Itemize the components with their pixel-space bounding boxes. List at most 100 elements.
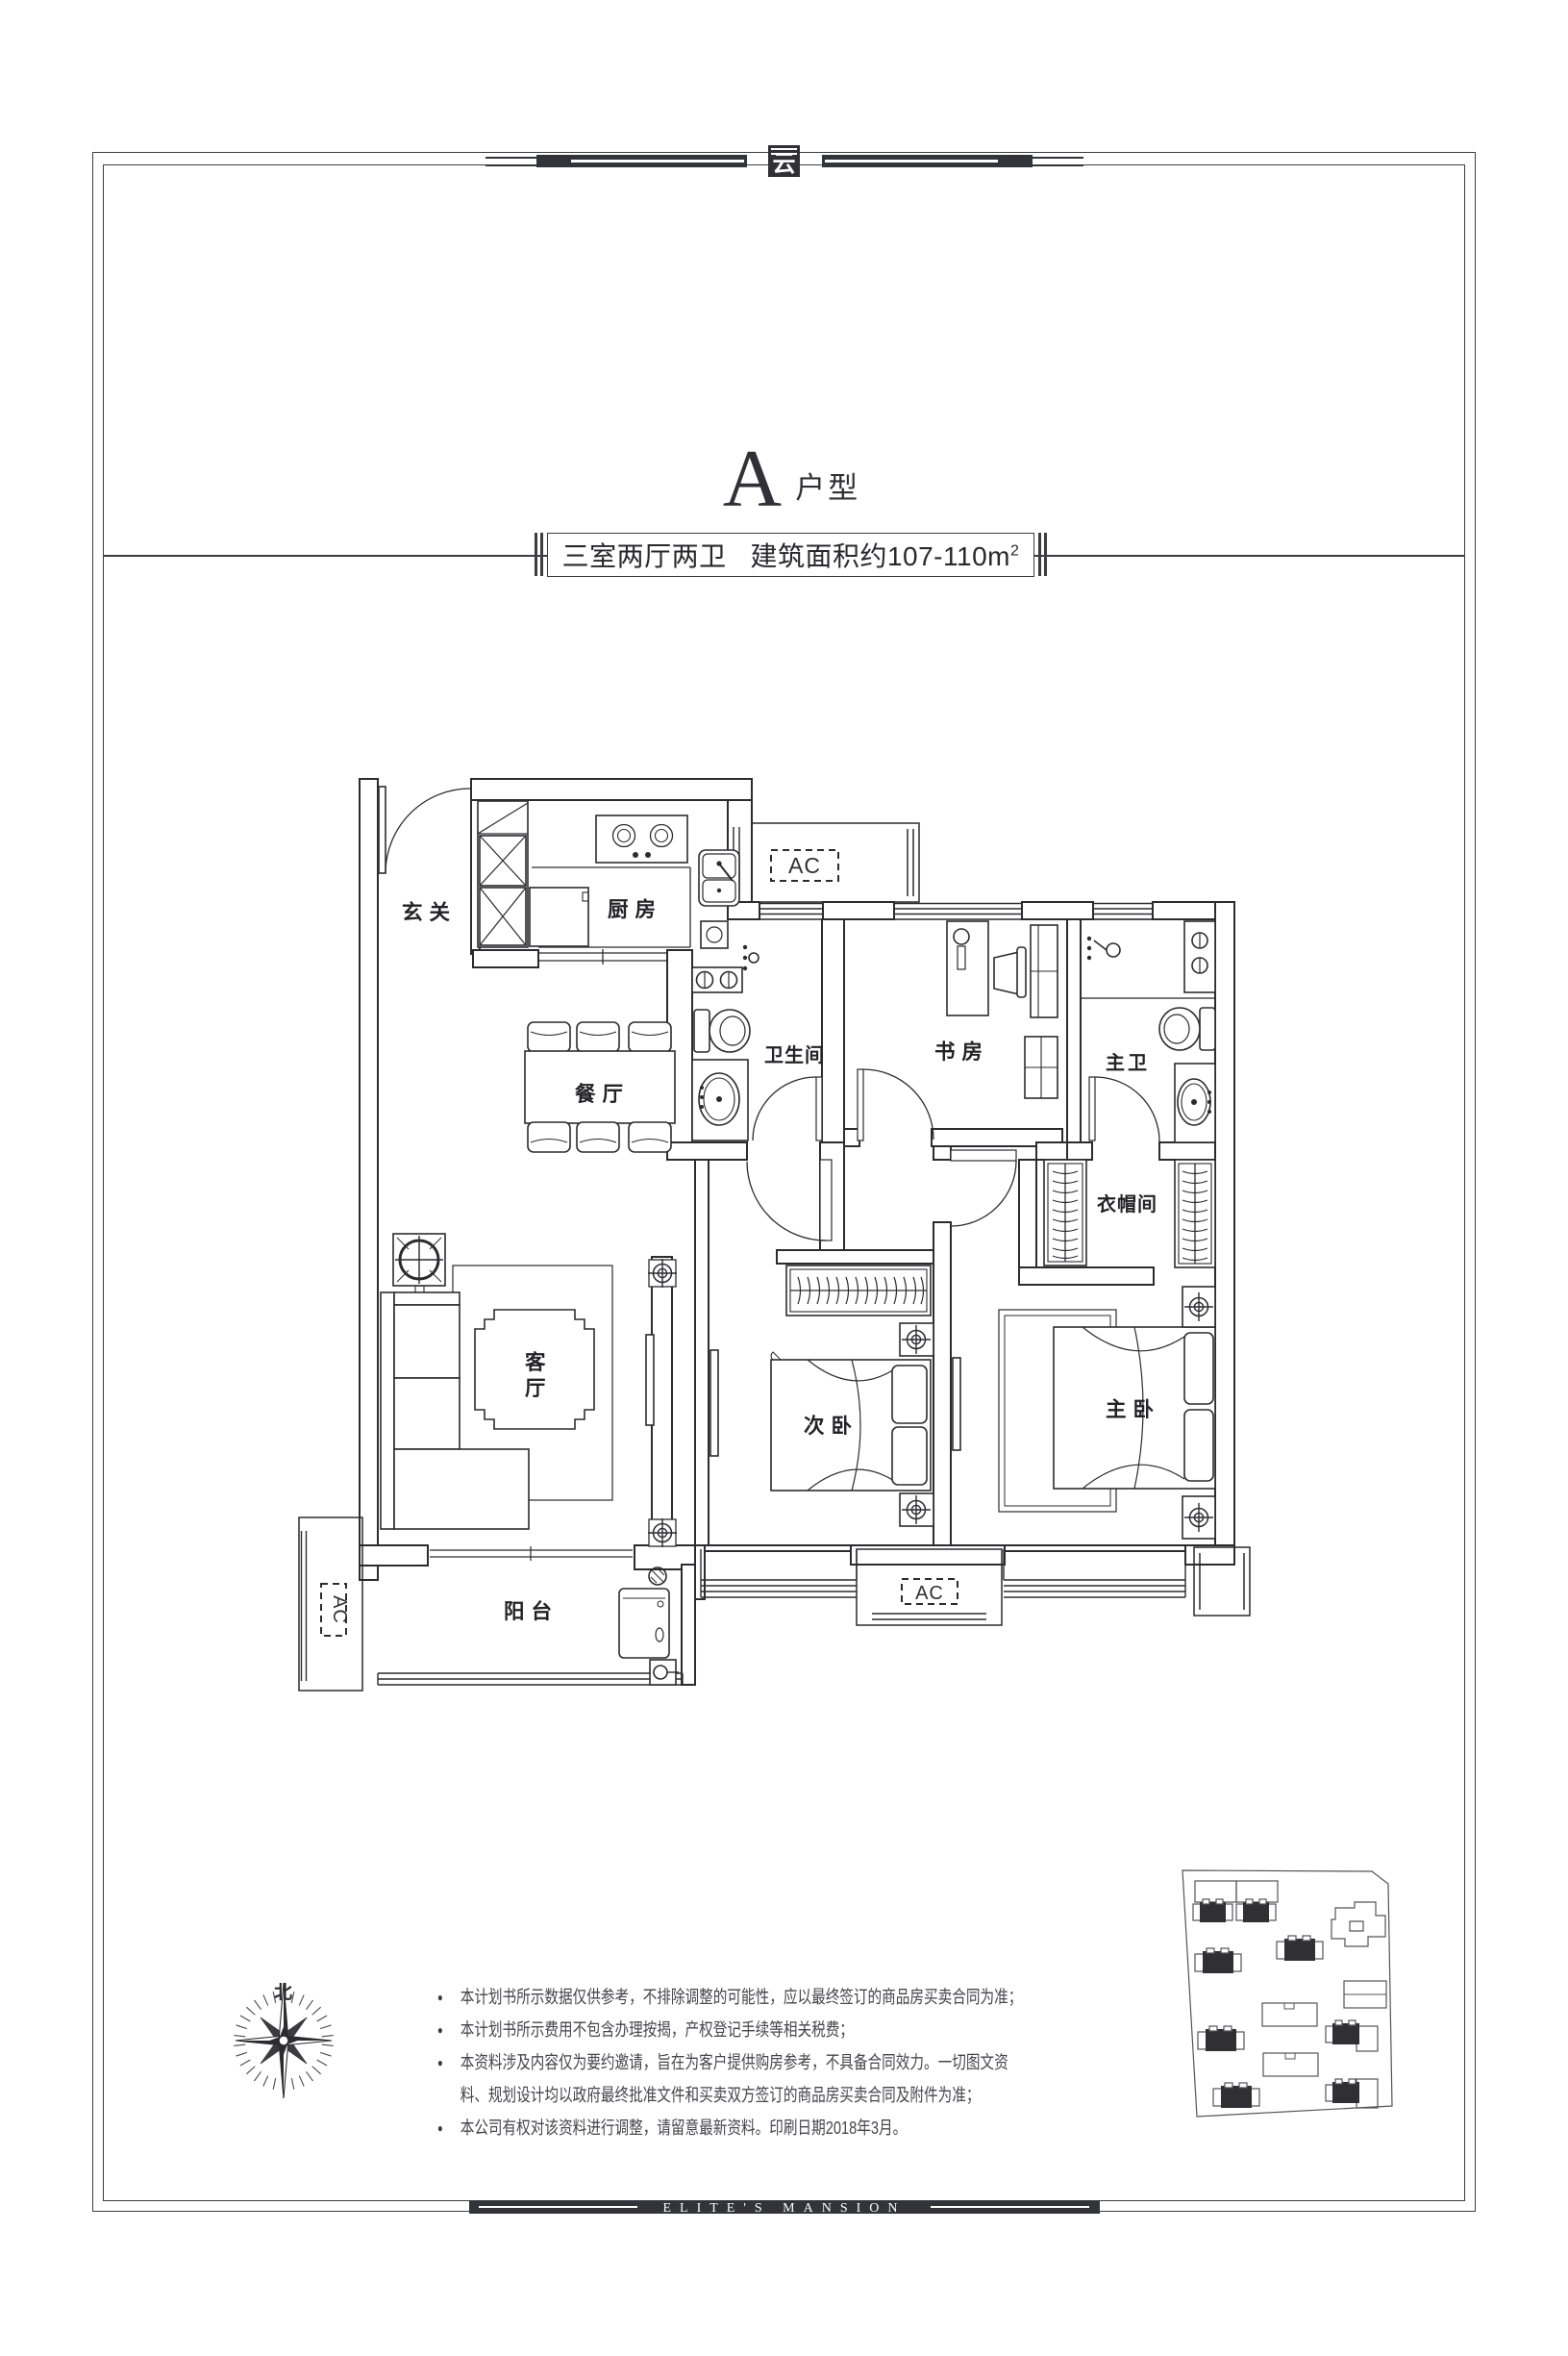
bedroom2-tv bbox=[709, 1349, 719, 1457]
sofa-back bbox=[380, 1291, 395, 1530]
wall-balcony-east bbox=[681, 1564, 696, 1686]
bathroom-fixtures bbox=[691, 944, 759, 1141]
disclaimer-text: 料、规划设计均以政府最终批准文件和买卖双方签订的商品房买卖合同及附件为准； bbox=[460, 2085, 981, 2105]
bldg-dark-1 bbox=[1192, 1898, 1233, 1922]
label-closet: 衣帽间 bbox=[1097, 1192, 1157, 1216]
dining-set bbox=[524, 1021, 676, 1153]
header-bar-left-slit bbox=[571, 160, 744, 163]
brand-logo: 云 bbox=[768, 145, 800, 177]
label-bedroom2: 次卧 bbox=[804, 1414, 859, 1438]
dining-chairs-bottom bbox=[527, 1121, 672, 1153]
wall-closet-west bbox=[1018, 1159, 1037, 1268]
label-entry: 玄关 bbox=[402, 900, 457, 924]
bldg-dark-3 bbox=[1194, 1947, 1242, 1973]
plan-type-suffix: 户型 bbox=[795, 471, 861, 505]
coffee-table bbox=[474, 1309, 595, 1430]
bathroom-door bbox=[752, 1076, 823, 1141]
master-bath-fixtures bbox=[1080, 918, 1216, 1143]
wall-north-seg2 bbox=[822, 901, 895, 920]
label-kitchen: 厨房 bbox=[608, 897, 662, 921]
bath-basin bbox=[698, 1072, 740, 1126]
entry-door bbox=[378, 786, 471, 874]
dining-table bbox=[524, 1050, 676, 1124]
kitchen-meter-box bbox=[700, 920, 729, 949]
ac-platform-south-edge bbox=[872, 1613, 986, 1620]
ac-platform-west bbox=[298, 1516, 363, 1692]
wall-mbath-south-e bbox=[1158, 1141, 1216, 1161]
washing-machine bbox=[618, 1588, 670, 1659]
kitchen-slider bbox=[538, 949, 667, 965]
subtitle-cap-right-outer bbox=[1044, 533, 1047, 576]
mbath-toilet-tank bbox=[1199, 1007, 1216, 1051]
disclaimer-block: ● 本计划书所示数据仅供参考，不排除调整的可能性，应以最终签订的商品房买卖合同为准… bbox=[437, 1981, 1242, 2144]
burner-left bbox=[611, 823, 636, 848]
bldg-outline-big bbox=[1331, 1901, 1386, 1947]
bldg-slab-2 bbox=[1262, 2052, 1319, 2077]
master-tv bbox=[952, 1357, 961, 1451]
ac-platform-north bbox=[751, 822, 920, 903]
bed2-pillow1 bbox=[891, 1365, 928, 1424]
desk-lamp bbox=[953, 928, 970, 945]
footer-brand: ELITE'S MANSION bbox=[662, 2201, 907, 2216]
subtitle-area-sup: 2 bbox=[1009, 542, 1020, 560]
subtitle-text: 三室两厅两卫 建筑面积约107-110m2 bbox=[562, 536, 1020, 574]
window-study bbox=[894, 902, 1022, 920]
disclaimer-text: 本计划书所示数据仅供参考，不排除调整的可能性，应以最终签订的商品房买卖合同为准； bbox=[460, 1987, 1023, 2007]
wall-study-south-e bbox=[931, 1128, 1063, 1147]
ac-platform-south bbox=[856, 1548, 1003, 1626]
bed2-fold3 bbox=[807, 1468, 895, 1491]
bldg-dark-8 bbox=[1212, 2082, 1260, 2108]
bldg-dark-6 bbox=[1197, 2025, 1245, 2051]
disclaimer-item: ●本资料涉及内容仅为要约邀请，旨在为客户提供购房参考，不具备合同效力。一切图文资 bbox=[437, 2046, 1242, 2079]
header-thin-line-left2 bbox=[485, 164, 536, 166]
study-door bbox=[857, 1068, 934, 1141]
window-bathroom bbox=[759, 902, 823, 920]
bldg-dark-7 bbox=[1325, 2078, 1379, 2109]
ac-box-west bbox=[320, 1583, 347, 1637]
disclaimer-item-cont: 料、规划设计均以政府最终批准文件和买卖双方签订的商品房买卖合同及附件为准； bbox=[460, 2079, 1243, 2112]
stove bbox=[595, 815, 688, 864]
kitchen-counter-edge bbox=[532, 866, 691, 948]
balcony-railing bbox=[377, 1672, 684, 1686]
sofa-seat2 bbox=[393, 1377, 460, 1450]
plan-type-letter: A bbox=[722, 434, 783, 524]
disclaimer-item: ● 本公司有权对该资料进行调整，请留意最新资料。印刷日期2018年3月。 bbox=[437, 2112, 1242, 2144]
bed2-fold1 bbox=[851, 1359, 861, 1491]
balcony-fixtures bbox=[430, 1546, 679, 1686]
master-hall-door bbox=[950, 1149, 1017, 1227]
header-thin-line-right2 bbox=[1033, 164, 1083, 166]
mbed-fold2 bbox=[1082, 1326, 1185, 1352]
footer-bar bbox=[469, 2200, 1100, 2214]
footer-slit-left bbox=[479, 2206, 637, 2208]
compass-star bbox=[235, 1982, 333, 2099]
mbed-pillow1 bbox=[1183, 1332, 1214, 1405]
label-master-bath: 主卫 bbox=[1106, 1051, 1150, 1074]
compass: 北 bbox=[233, 1982, 335, 2099]
bldg-dark-5 bbox=[1325, 2019, 1379, 2052]
disclaimer-item: ●本计划书所示数据仅供参考，不排除调整的可能性，应以最终签订的商品房买卖合同为准… bbox=[437, 1981, 1242, 2014]
bullet-icon: ● bbox=[437, 2121, 443, 2135]
wall-kitchen-south bbox=[472, 949, 539, 968]
ac-platform-north-edge bbox=[907, 829, 914, 896]
bedroom2-door bbox=[746, 1159, 833, 1241]
floor-drain bbox=[648, 1566, 667, 1586]
wall-hall-n bbox=[933, 1145, 952, 1161]
ac-label-west: AC bbox=[329, 1595, 350, 1624]
site-boundary bbox=[1182, 1869, 1393, 2118]
logo-glyph: 云 bbox=[772, 152, 796, 177]
site-buildings bbox=[1192, 1880, 1387, 2109]
label-dining: 餐厅 bbox=[575, 1083, 630, 1106]
sofa-seat1 bbox=[393, 1304, 460, 1379]
label-balcony: 阳台 bbox=[504, 1599, 559, 1623]
window-master-bath bbox=[1093, 902, 1153, 920]
sofa-arm-n bbox=[393, 1291, 460, 1306]
wall-bed2-east bbox=[933, 1221, 952, 1546]
subtitle-layout: 三室两厅两卫 bbox=[561, 541, 727, 571]
disclaimer-text: 本公司有权对该资料进行调整，请留意最新资料。印刷日期2018年3月。 bbox=[460, 2118, 908, 2138]
ac-box-south bbox=[901, 1578, 958, 1605]
disclaimer-text: 本计划书所示费用不包含办理按揭，产权登记手续等相关税费； bbox=[460, 2019, 854, 2040]
subtitle-area: 建筑面积约107-110m bbox=[750, 541, 1010, 571]
master-furniture bbox=[998, 1286, 1216, 1540]
window-bedroom2-south bbox=[701, 1579, 857, 1598]
